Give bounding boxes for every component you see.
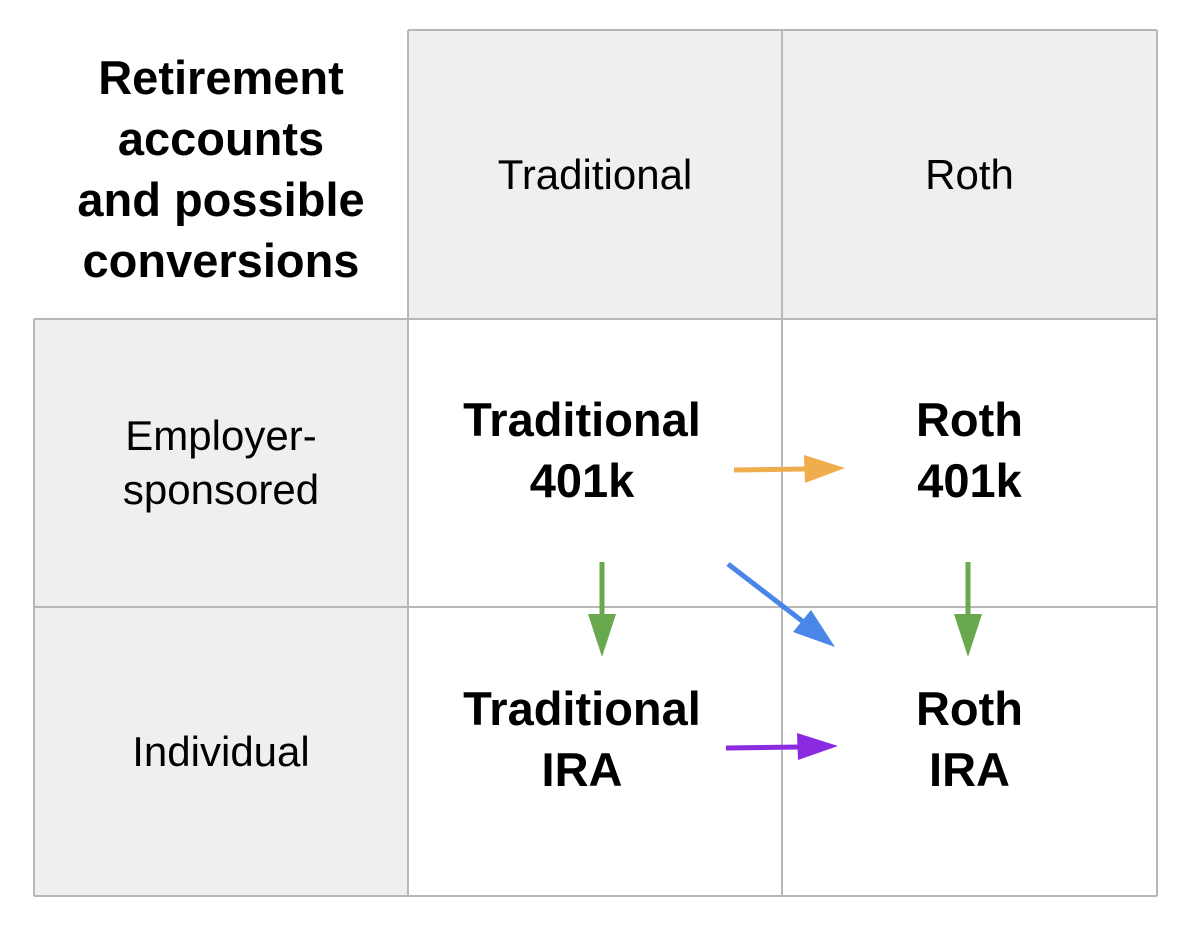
cell-traditional-401k: Traditional 401k xyxy=(408,319,782,607)
column-header-roth-label: Roth xyxy=(925,150,1014,198)
column-header-traditional-label: Traditional xyxy=(497,150,693,198)
cell-roth-401k: Roth 401k xyxy=(782,319,1157,607)
account-traditional-ira: Traditional IRA xyxy=(463,681,701,796)
cell-roth-ira: Roth IRA xyxy=(782,607,1157,896)
row-header-employer-sponsored-label: Employer- sponsored xyxy=(122,412,320,513)
cell-traditional-ira: Traditional IRA xyxy=(408,607,782,896)
account-roth-ira: Roth IRA xyxy=(915,681,1023,796)
row-header-individual: Individual xyxy=(34,607,408,896)
account-traditional-401k: Traditional 401k xyxy=(463,393,701,507)
diagram-title: Retirement accounts and possible convers… xyxy=(77,50,365,287)
column-header-traditional: Traditional xyxy=(408,30,782,319)
row-header-employer-sponsored: Employer- sponsored xyxy=(34,319,408,607)
diagram-title-cell: Retirement accounts and possible convers… xyxy=(34,30,408,319)
column-header-roth: Roth xyxy=(782,30,1157,319)
row-header-individual-label: Individual xyxy=(132,727,310,775)
account-roth-401k: Roth 401k xyxy=(915,393,1023,507)
